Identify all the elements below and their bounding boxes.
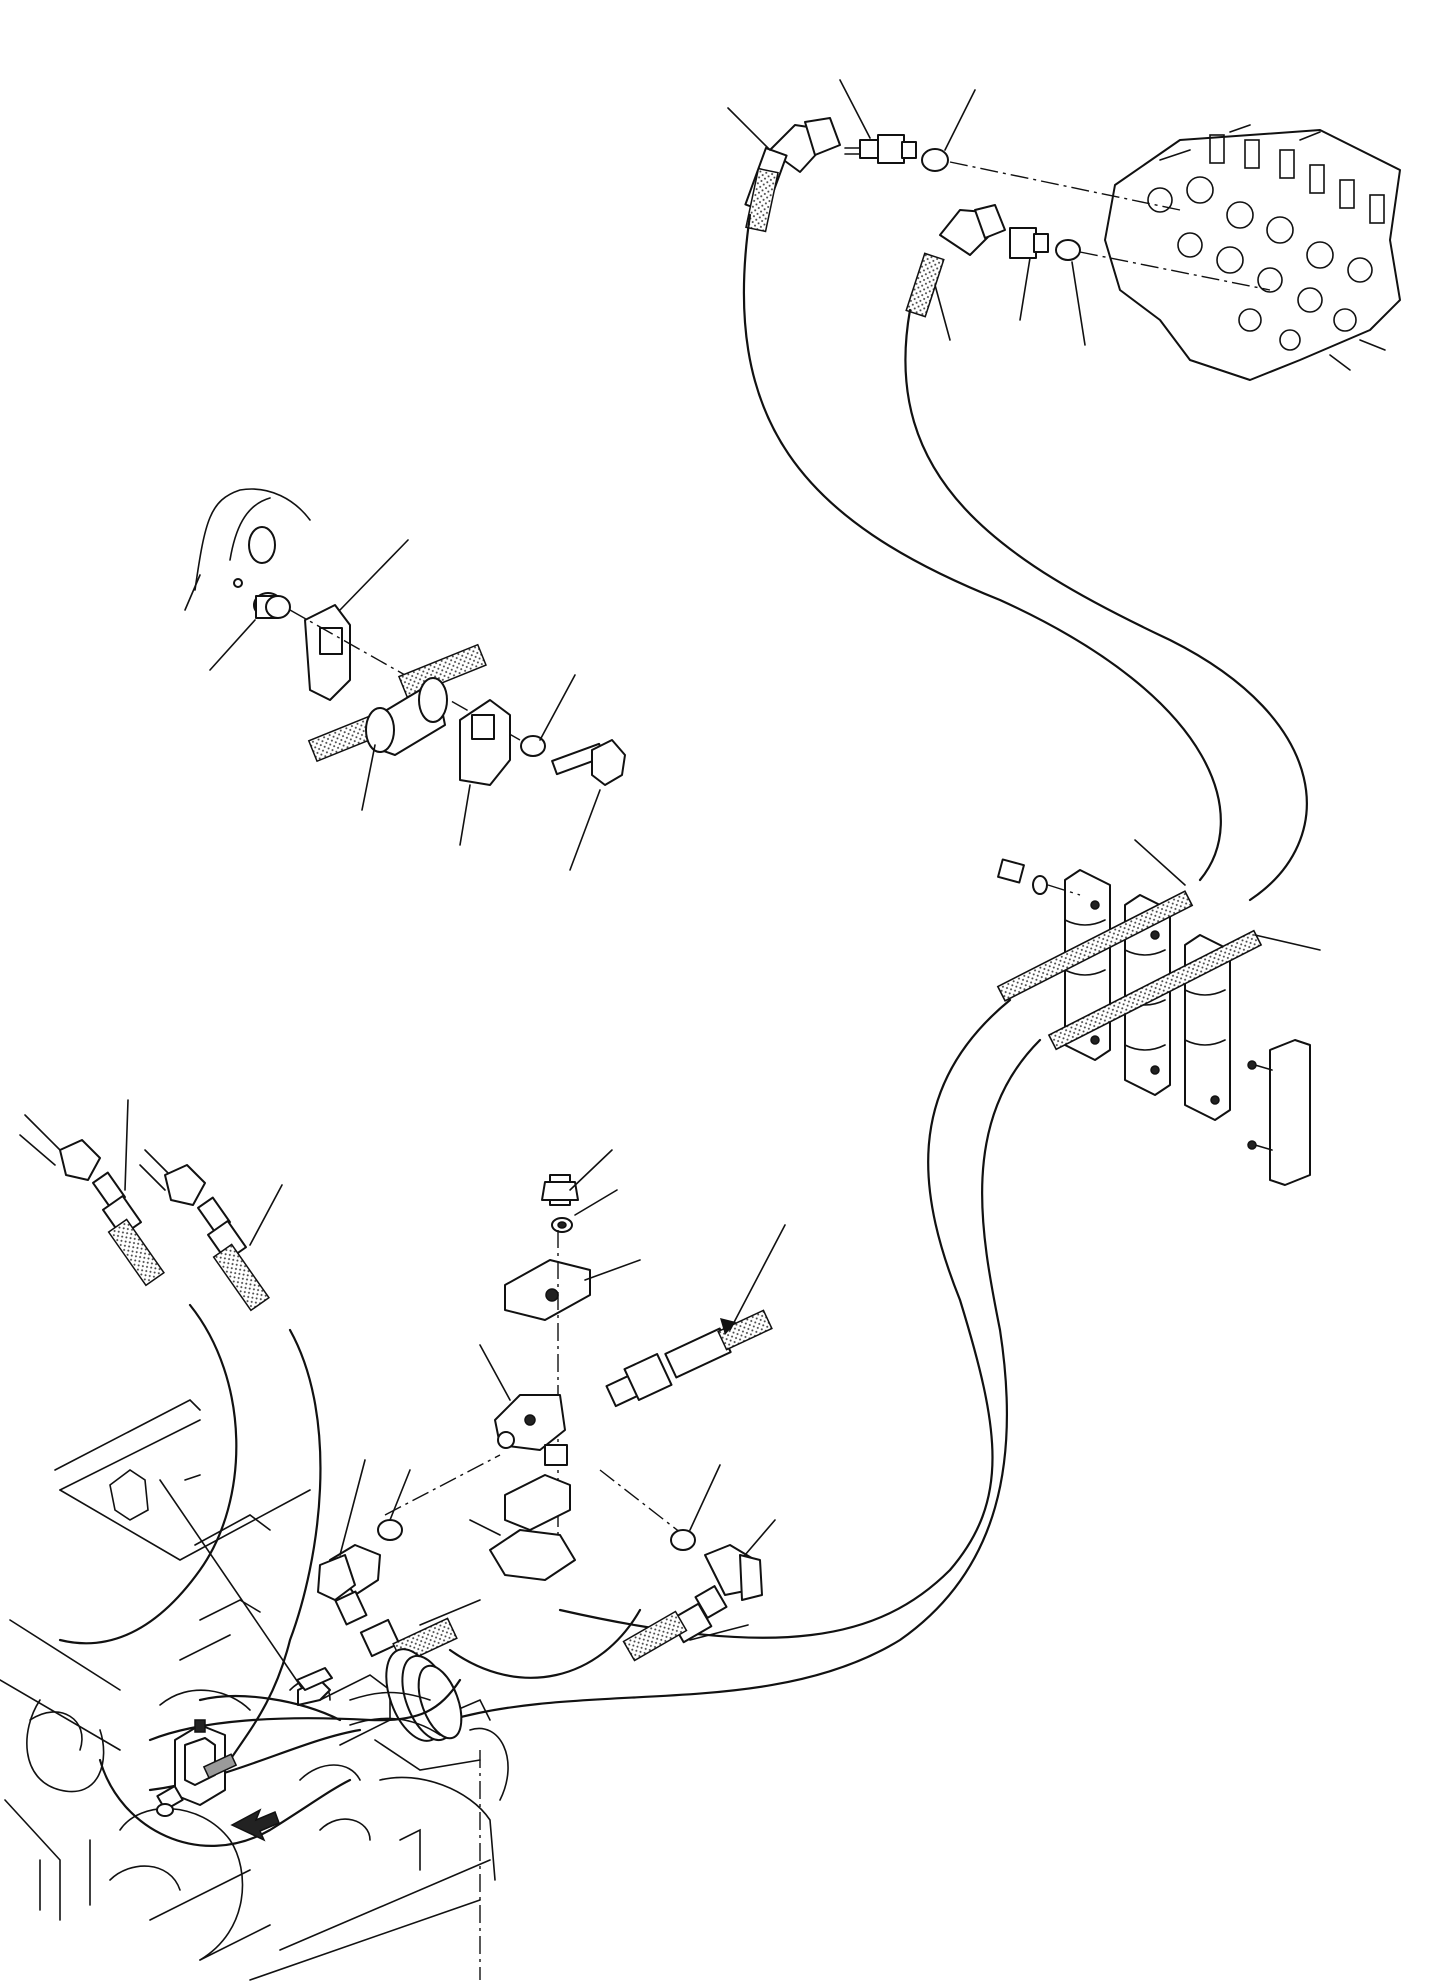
elbow-fitting-left bbox=[317, 1544, 381, 1626]
bracket-detail bbox=[184, 488, 626, 786]
top-o-ring-2 bbox=[1055, 239, 1081, 261]
o-ring-right bbox=[670, 1529, 696, 1551]
arrow-indicator-icon bbox=[230, 1808, 280, 1842]
small-clamp-block-lower bbox=[504, 1474, 571, 1531]
top-elbow-fitting-2 bbox=[905, 204, 1006, 318]
top-elbow-fitting-1 bbox=[744, 117, 841, 233]
left-hose-1 bbox=[58, 1303, 238, 1645]
left-hose-end-1 bbox=[19, 1114, 165, 1287]
elbow-fitting-right bbox=[694, 1544, 763, 1619]
pipe-grommet-frame bbox=[349, 1648, 463, 1742]
control-valve-assembly bbox=[1104, 124, 1401, 381]
machine-frame bbox=[0, 1399, 509, 1981]
link-plate bbox=[296, 1667, 333, 1691]
tee-block-assembly bbox=[469, 1174, 591, 1581]
spacer-collar bbox=[253, 592, 291, 619]
washer bbox=[520, 735, 546, 757]
clamp-half-upper bbox=[304, 604, 351, 701]
top-adapter-2 bbox=[1009, 227, 1049, 259]
top-o-ring-1 bbox=[921, 148, 949, 172]
long-hose-2 bbox=[448, 308, 1308, 1722]
left-hose-end-2 bbox=[139, 1149, 270, 1312]
frame-hose-clamp bbox=[156, 1719, 238, 1817]
grommet-bushing bbox=[307, 643, 487, 763]
hose-end-right-tee bbox=[622, 1602, 713, 1662]
top-adapter-1 bbox=[844, 134, 917, 164]
leader-lines bbox=[124, 79, 1321, 1641]
long-hose-1 bbox=[558, 213, 1222, 1639]
tee-outlet-adapter bbox=[605, 1309, 773, 1408]
left-hose-2 bbox=[228, 1328, 322, 1762]
clamp-half-lower bbox=[459, 699, 511, 786]
hex-bolt bbox=[551, 739, 626, 786]
o-ring-left bbox=[377, 1519, 403, 1541]
